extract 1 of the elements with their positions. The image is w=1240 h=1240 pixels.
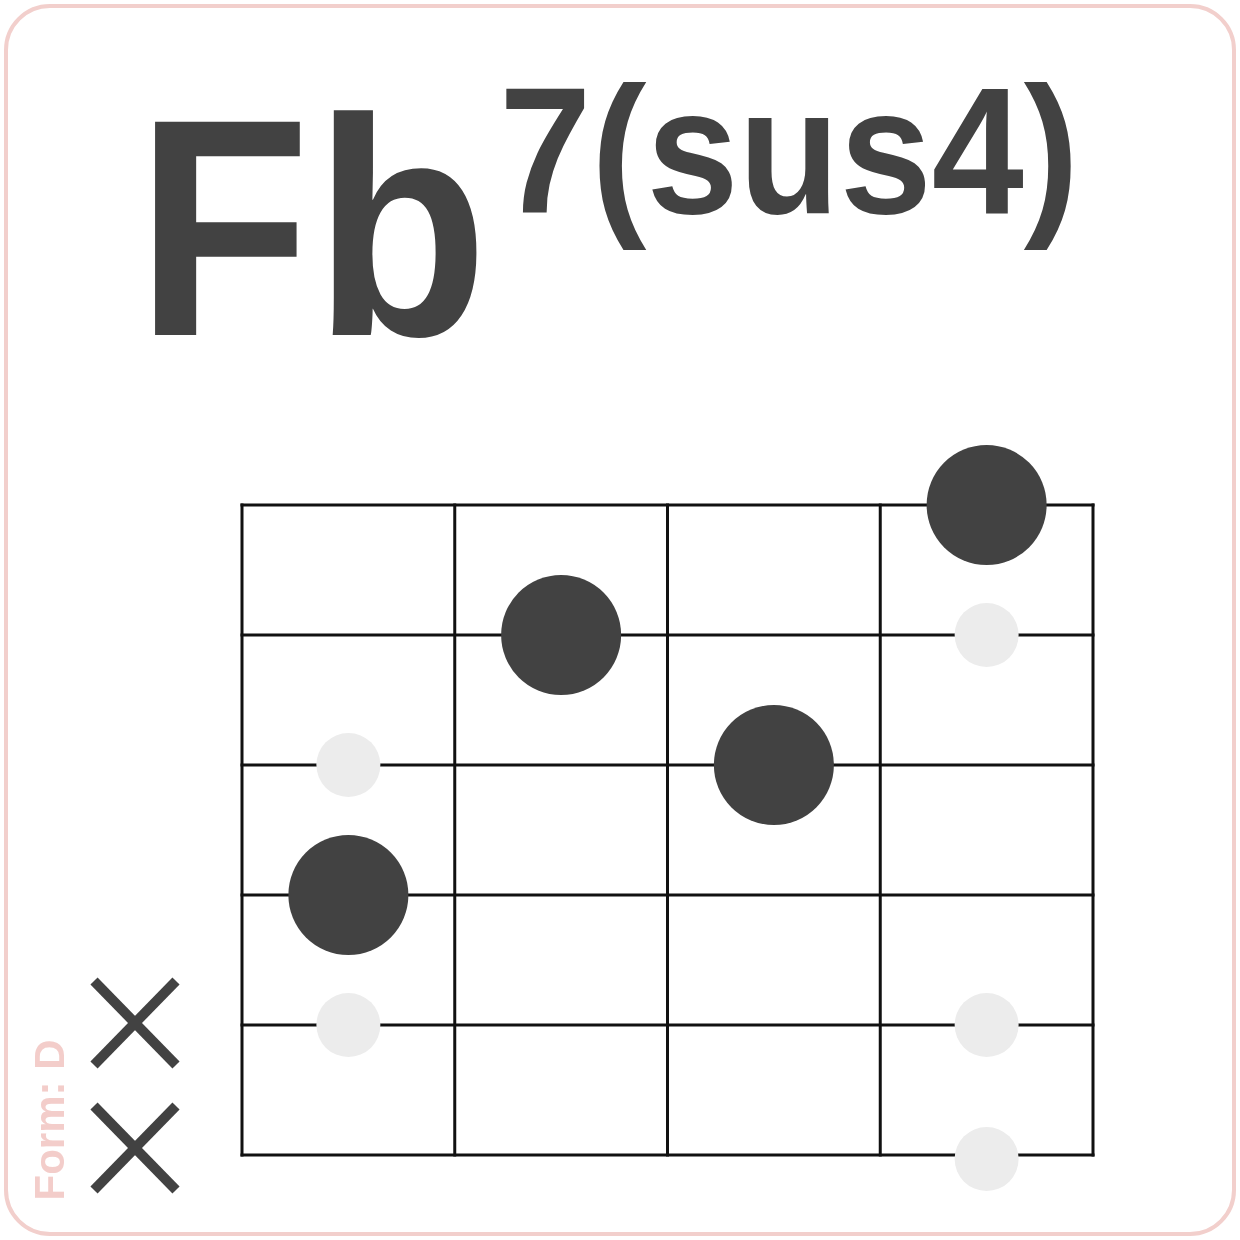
chord-title: Fb$^{7(sus4)}$ bbox=[136, 61, 1079, 383]
